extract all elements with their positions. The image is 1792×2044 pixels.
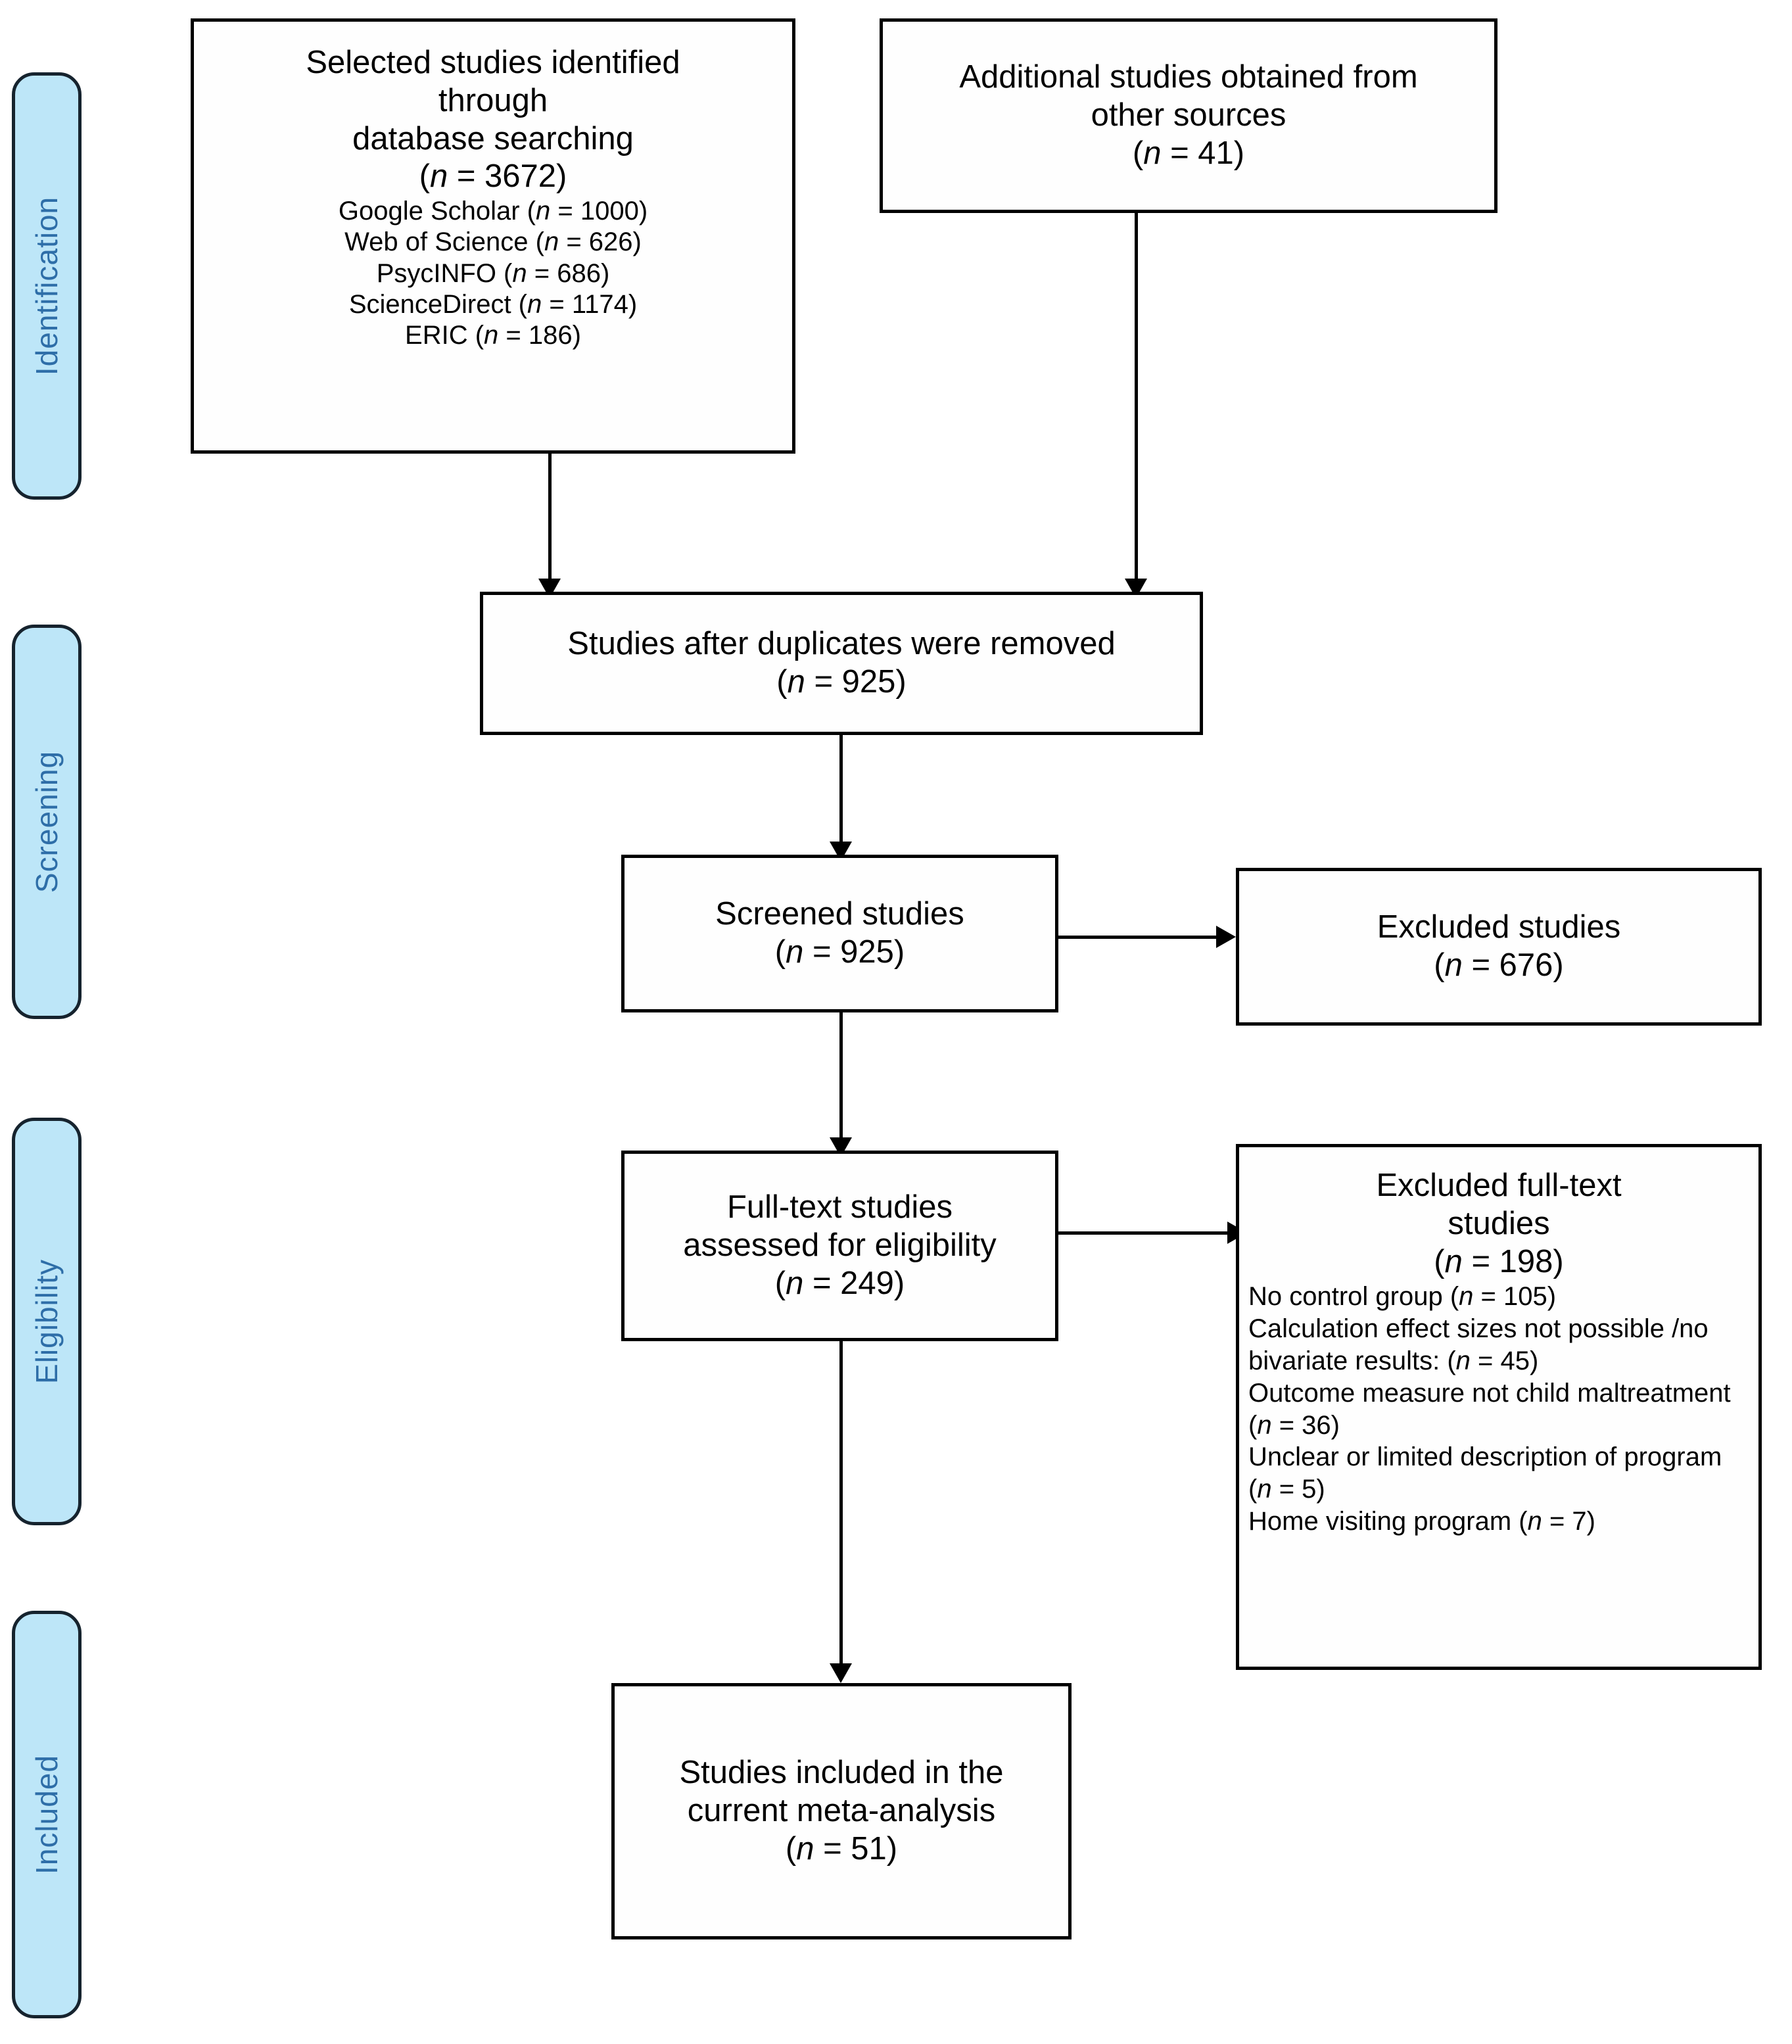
connector-screened-to-fulltext xyxy=(839,1012,843,1144)
box-duplicates-removed: Studies after duplicates were removed (n… xyxy=(480,592,1203,735)
arrowhead-screened-to-excluded xyxy=(1216,926,1236,948)
box-screened-studies: Screened studies (n = 925) xyxy=(621,855,1058,1012)
stage-label-identification: Identification xyxy=(30,196,64,376)
screened-title: Screened studies xyxy=(715,896,964,932)
box-other-sources: Additional studies obtained from other s… xyxy=(880,18,1497,213)
final-included-title-line2: current meta-analysis xyxy=(687,1793,996,1829)
stage-label-screening: Screening xyxy=(30,750,64,893)
final-included-title-line1: Studies included in the xyxy=(679,1755,1004,1791)
duplicates-title: Studies after duplicates were removed xyxy=(567,626,1116,662)
connector-duplicates-to-screened xyxy=(839,735,843,848)
connector-other-to-duplicates xyxy=(1135,213,1138,585)
exclusion-reason-no-control-group: No control group (n = 105) xyxy=(1248,1282,1557,1312)
other-title-line2: other sources xyxy=(1091,97,1286,133)
box-fulltext-assessed: Full-text studies assessed for eligibili… xyxy=(621,1151,1058,1341)
connector-db-to-duplicates xyxy=(548,454,552,585)
db-title-line1: Selected studies identified xyxy=(306,45,680,80)
stage-rail-included: Included xyxy=(12,1611,82,2018)
arrowhead-fulltext-to-included xyxy=(830,1663,852,1683)
db-source-eric: ERIC (n = 186) xyxy=(405,321,581,350)
exclusion-reason-unclear-description: Unclear or limited description of progra… xyxy=(1248,1442,1722,1504)
db-title-line3: database searching xyxy=(352,120,634,156)
exclusion-reason-home-visiting: Home visiting program (n = 7) xyxy=(1248,1507,1595,1536)
excluded-screened-count: (n = 676) xyxy=(1434,947,1564,983)
excluded-fulltext-count: (n = 198) xyxy=(1434,1243,1564,1279)
connector-fulltext-to-included xyxy=(839,1341,843,1670)
final-included-count: (n = 51) xyxy=(785,1830,898,1866)
db-count: (n = 3672) xyxy=(419,158,567,195)
other-title-line1: Additional studies obtained from xyxy=(959,59,1418,95)
screened-count: (n = 925) xyxy=(774,934,905,970)
stage-label-eligibility: Eligibility xyxy=(30,1259,64,1384)
excluded-screened-title: Excluded studies xyxy=(1377,909,1621,945)
box-database-search: Selected studies identified through data… xyxy=(191,18,795,454)
db-title-line2: through xyxy=(438,82,548,118)
exclusion-reason-effect-sizes: Calculation effect sizes not possible /n… xyxy=(1248,1314,1709,1376)
other-count: (n = 41) xyxy=(1132,135,1245,171)
db-source-google-scholar: Google Scholar (n = 1000) xyxy=(338,197,648,226)
box-final-included: Studies included in the current meta-ana… xyxy=(611,1683,1072,1939)
fulltext-title-line1: Full-text studies xyxy=(726,1189,953,1225)
db-source-psycinfo: PsycINFO (n = 686) xyxy=(376,258,610,288)
stage-rail-identification: Identification xyxy=(12,72,82,500)
box-excluded-fulltext: Excluded full-text studies (n = 198) No … xyxy=(1236,1144,1762,1670)
stage-rail-screening: Screening xyxy=(12,625,82,1019)
box-excluded-studies: Excluded studies (n = 676) xyxy=(1236,868,1762,1026)
fulltext-count: (n = 249) xyxy=(774,1265,905,1301)
stage-label-included: Included xyxy=(30,1755,64,1874)
db-source-web-of-science: Web of Science (n = 626) xyxy=(344,227,642,257)
connector-screened-to-excluded xyxy=(1058,936,1219,939)
duplicates-count: (n = 925) xyxy=(776,664,907,700)
exclusion-reason-outcome-measure: Outcome measure not child maltreatment (… xyxy=(1248,1378,1731,1440)
excluded-fulltext-title-line1: Excluded full-text xyxy=(1376,1168,1622,1203)
db-source-sciencedirect: ScienceDirect (n = 1174) xyxy=(348,289,638,319)
fulltext-title-line2: assessed for eligibility xyxy=(683,1227,997,1264)
excluded-fulltext-title-line2: studies xyxy=(1448,1205,1550,1241)
connector-fulltext-to-excluded xyxy=(1058,1231,1231,1235)
stage-rail-eligibility: Eligibility xyxy=(12,1118,82,1525)
